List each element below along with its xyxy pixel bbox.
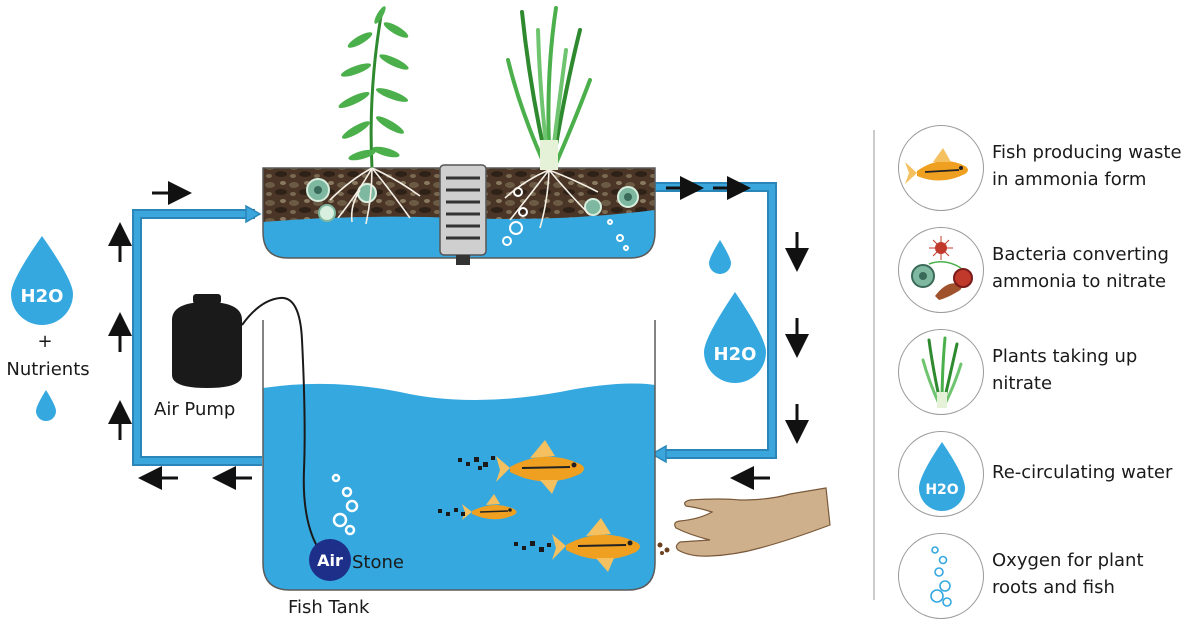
plus-sign: +: [37, 331, 52, 352]
legend-text-fish: Fish producing waste in ammonia form: [992, 142, 1182, 190]
fish-1: [496, 440, 584, 494]
fish-waste: [438, 456, 551, 552]
air-stone: [309, 539, 351, 581]
fish-tank-label: Fish Tank: [288, 597, 370, 618]
plant-icon: [898, 329, 984, 415]
legend-text-oxygen: Oxygen for plant roots and fish: [992, 550, 1144, 598]
bubbles-icon: [898, 533, 984, 619]
legend-item-plant: Plants taking up nitrate: [878, 329, 1200, 425]
legend-text-bacteria: Bacteria converting ammonia to nitrate: [992, 244, 1169, 292]
left-plant: [329, 6, 421, 225]
net-pot-column: [439, 164, 487, 265]
water-drop-icon: H2O: [898, 431, 984, 517]
feeding-hand: [674, 487, 831, 557]
right-plant: [504, 6, 599, 229]
h2o-label-right: H2O: [714, 344, 757, 365]
air-stone-stone-label: Stone: [352, 552, 404, 573]
bacteria-icon: [898, 227, 984, 313]
legend-text-plant: Plants taking up nitrate: [992, 346, 1138, 394]
legend-item-bacteria: Bacteria converting ammonia to nitrate: [878, 227, 1200, 323]
flow-arrows: [108, 176, 809, 490]
air-pump-label: Air Pump: [154, 399, 235, 420]
legend-item-water: H2O Re-circulating water: [878, 431, 1200, 527]
legend-item-oxygen: Oxygen for plant roots and fish: [878, 533, 1200, 629]
small-water-drop-right: [709, 240, 731, 274]
h2o-label-left: H2O: [21, 286, 64, 307]
small-water-drop-left: [36, 390, 56, 421]
large-water-drop-right: [704, 292, 766, 383]
large-water-drop-left: [11, 236, 73, 325]
air-stone-air-label: Air: [317, 551, 343, 570]
water-drop-icon-label: H2O: [925, 482, 958, 498]
fish-3: [552, 518, 640, 572]
legend-text-water: Re-circulating water: [992, 462, 1173, 483]
tank-bubbles: [331, 473, 359, 536]
legend-item-fish: Fish producing waste in ammonia form: [878, 125, 1200, 221]
soil-bacteria: [306, 178, 639, 222]
air-pump: [172, 294, 319, 549]
fish-icon: [898, 125, 984, 211]
nutrients-label: Nutrients: [6, 359, 89, 380]
fish-food: [657, 542, 670, 555]
